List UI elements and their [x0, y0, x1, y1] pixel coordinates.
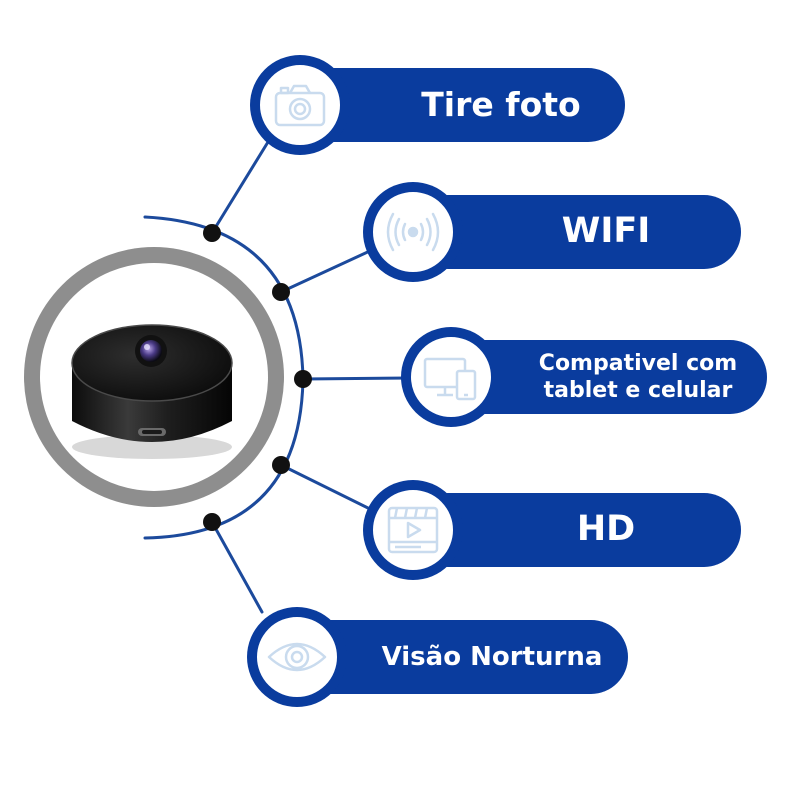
- feature-icon-ring: [363, 480, 463, 580]
- camera-icon: [274, 84, 326, 127]
- feature-devices: Compativel com tablet e celular: [401, 327, 767, 427]
- feature-label: Visão Norturna: [381, 641, 603, 672]
- feature-label: HD: [576, 509, 636, 550]
- feature-label: Tire foto: [421, 85, 581, 125]
- connector-line-night: [210, 520, 264, 614]
- wireless-signal-icon: [386, 212, 440, 252]
- connector-dot: [203, 224, 221, 242]
- feature-label: Compativel com tablet e celular: [538, 350, 738, 404]
- product-photo-frame: [24, 247, 284, 507]
- connector-line-photo: [210, 140, 270, 235]
- feature-icon-ring: [247, 607, 347, 707]
- feature-icon-ring: [250, 55, 350, 155]
- connector-dot: [294, 370, 312, 388]
- devices-icon: [423, 357, 477, 401]
- connector-line-devices: [301, 376, 412, 381]
- feature-label: WIFI: [561, 211, 651, 252]
- feature-wifi: WIFI: [363, 182, 741, 282]
- connector-dot: [272, 283, 290, 301]
- camera-device-image: [71, 324, 233, 459]
- connector-line-hd: [279, 463, 374, 512]
- feature-pill: [295, 68, 625, 142]
- feature-pill: [411, 493, 741, 567]
- connector-dot: [203, 513, 221, 531]
- feature-icon-ring: [401, 327, 501, 427]
- video-player-icon: [387, 506, 439, 554]
- eye-icon: [267, 642, 327, 672]
- feature-photo: Tire foto: [250, 55, 625, 155]
- feature-icon-ring: [363, 182, 463, 282]
- feature-hd: HD: [363, 480, 741, 580]
- connector-line-wifi: [279, 248, 374, 294]
- feature-pill: [411, 195, 741, 269]
- feature-pill: [294, 620, 628, 694]
- feature-night-vision: Visão Norturna: [247, 607, 628, 707]
- product-photo: [40, 263, 268, 491]
- connector-dot: [272, 456, 290, 474]
